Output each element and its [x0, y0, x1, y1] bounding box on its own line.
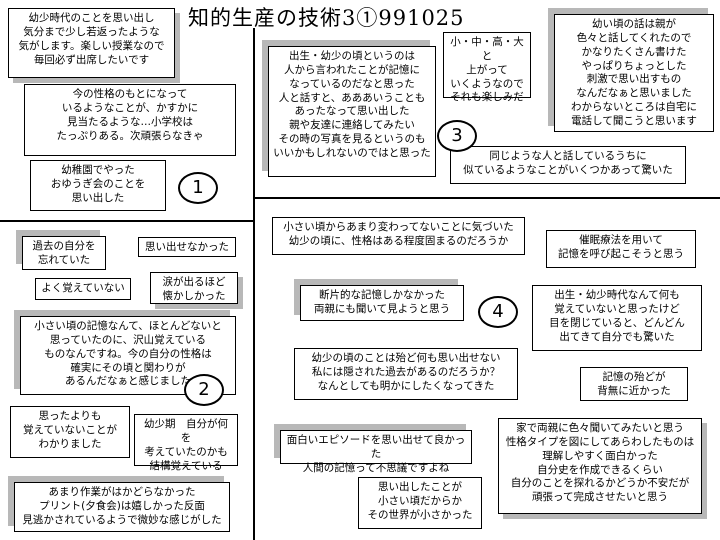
note-s4-6: 記憶の殆どが 背無に近かった [580, 367, 688, 401]
note-s2-1: 過去の自分を 忘れていた [22, 236, 106, 270]
section-marker-3: 3 [437, 120, 477, 152]
note-s4-5: 幼少の頃のことは殆ど何も思い出せない 私には隠された過去があるのだろうか？ なん… [294, 348, 518, 400]
note-s1-1: 幼少時代のことを思い出し 気分まで少し若返ったような 気がします。楽しい授業なの… [8, 8, 175, 78]
horizontal-divider-right [253, 197, 720, 199]
note-s4-7: 面白いエピソードを思い出せて良かった 人間の記憶って不思議ですよね [280, 430, 472, 474]
note-s3-4: 同じような人と話しているうちに 似ているようなことがいくつかあって驚いた [450, 146, 686, 184]
note-s1-3: 幼稚園でやった おゆうぎ会のことを 思い出した [30, 160, 166, 211]
note-s3-2: 小・中・高・大と 上がって いくようなので それも楽しみだ [443, 32, 531, 103]
note-s1-2: 今の性格のもとになって いるようなことが、かすかに 見当たるような…小学校は た… [24, 84, 236, 156]
note-s3-1: 出生・幼少の頃というのは 人から言われたことが記憶に なっているのだなと思った … [268, 46, 436, 177]
note-s2-3: よく覚えていない [35, 278, 131, 300]
note-s2-5: 小さい頃の記憶なんて、ほとんどないと 思っていたのに、沢山覚えている ものなんで… [20, 316, 236, 395]
vertical-divider [253, 28, 255, 540]
section-marker-4: 4 [478, 296, 518, 328]
note-s2-8: あまり作業がはかどらなかった プリント(夕食会)は嬉しかった反面 見逃かされてい… [14, 482, 230, 532]
note-s2-6: 思ったよりも 覚えていないことが わかりました [10, 406, 130, 458]
note-s4-1: 小さい頃からあまり変わってないことに気づいた 幼少の頃に、性格はある程度固まるの… [272, 217, 525, 255]
note-s4-2: 催眠療法を用いて 記憶を呼び起こそうと思う [546, 230, 696, 268]
note-s2-4: 涙が出るほど 懐かしかった [150, 272, 238, 304]
note-s4-8: 家で両親に色々聞いてみたいと思う 性格タイプを図にしてあらわしたものは 理解しや… [498, 418, 702, 514]
note-s4-4: 出生・幼少時代なんて何も 覚えていないと思ったけど 目を閉じていると、どんどん … [532, 285, 702, 351]
note-s2-7: 幼少期 自分が何を 考えていたのかも 結構覚えている [134, 414, 238, 472]
section-marker-1: 1 [178, 172, 218, 204]
note-s4-3: 断片的な記憶しかなかった 両親にも聞いて見ようと思う [300, 285, 464, 321]
note-s4-9: 思い出したことが 小さい頃だからか その世界が小さかった [358, 477, 482, 529]
note-s3-3: 幼い頃の話は親が 色々と話してくれたので かなりたくさん書けた やっぱりちょっと… [554, 14, 714, 132]
page-title: 知的生産の技術3①991025 [188, 6, 465, 30]
note-s2-2: 思い出せなかった [138, 237, 236, 257]
horizontal-divider-left [0, 220, 255, 222]
section-marker-2: 2 [184, 374, 224, 406]
